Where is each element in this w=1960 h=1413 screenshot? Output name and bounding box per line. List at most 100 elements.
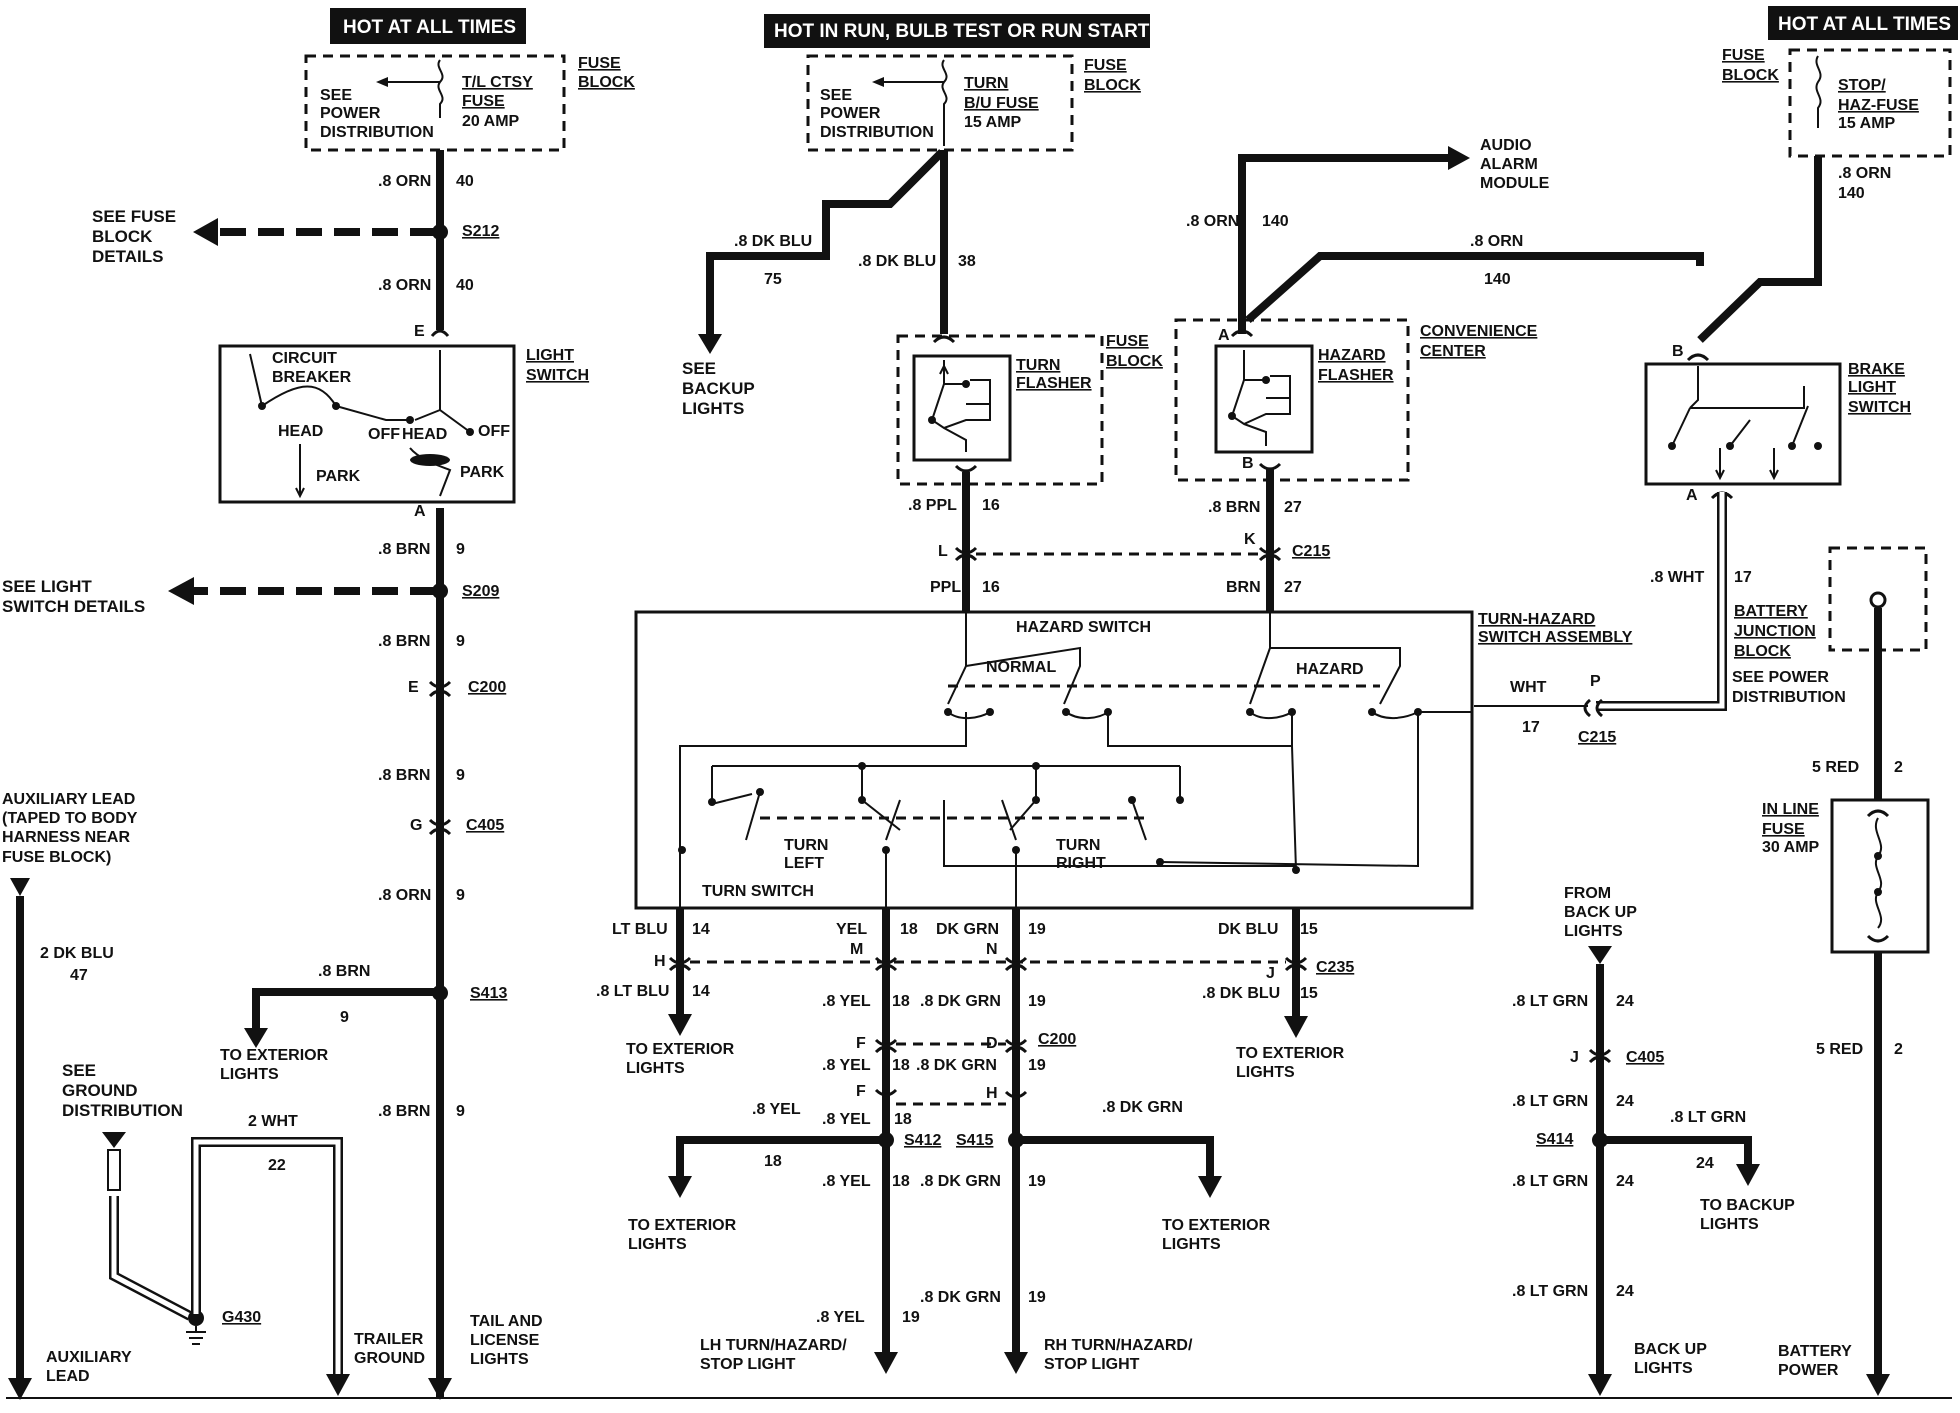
pin-label: H — [986, 1085, 998, 1102]
destination-label: TO EXTERIOR — [1236, 1045, 1345, 1062]
wire-label: 5 RED — [1816, 1041, 1863, 1058]
wire-orn-140-right — [1697, 156, 1822, 343]
pin-label: A — [414, 503, 426, 520]
destination-label: LIGHTS — [470, 1351, 529, 1368]
circuit-number: 24 — [1616, 1283, 1634, 1300]
destination-label: LIGHTS — [1162, 1236, 1221, 1253]
destination-label: TO EXTERIOR — [628, 1217, 737, 1234]
wire-label: .8 YEL — [822, 1057, 871, 1074]
component-label: BRAKE — [1848, 361, 1905, 378]
header-left-text: HOT AT ALL TIMES — [343, 17, 516, 38]
pin-label: J — [1570, 1049, 1579, 1066]
component-label: BATTERY — [1734, 603, 1808, 620]
normal-label: NORMAL — [986, 659, 1056, 676]
wire-label: .8 ORN — [1470, 233, 1523, 250]
fuse-name: FUSE — [462, 93, 505, 110]
circuit-breaker-label: BREAKER — [272, 369, 352, 386]
see-label: SEE — [320, 87, 352, 104]
wire-label: .8 DK GRN — [920, 1173, 1001, 1190]
destination-label: LIGHTS — [628, 1236, 687, 1253]
see-label: DISTRIBUTION — [820, 124, 934, 141]
connector-label: C405 — [1626, 1049, 1664, 1066]
wire-label: .8 ORN — [378, 887, 431, 904]
pin-label: A — [1686, 487, 1698, 504]
wire-label: .8 YEL — [822, 993, 871, 1010]
pin-label: E — [414, 323, 425, 340]
brake-light-switch: BRAKE LIGHT SWITCH — [1644, 361, 1911, 486]
circuit-number: 75 — [764, 271, 782, 288]
component-label: BLOCK — [1106, 353, 1163, 370]
park-label: PARK — [460, 464, 505, 481]
circuit-number: 18 — [900, 921, 918, 938]
splice-label: S412 — [904, 1132, 941, 1149]
circuit-number: 24 — [1616, 1093, 1634, 1110]
battery-circuit: BATTERY JUNCTION BLOCK SEE POWER DISTRIB… — [1732, 546, 1930, 1396]
fuse-block-right: STOP/ HAZ-FUSE 15 AMP FUSE BLOCK — [1722, 47, 1952, 158]
wire-dkgrn-19-exterior — [1020, 1136, 1214, 1180]
turn-left-label: LEFT — [784, 855, 824, 872]
circuit-number: 27 — [1284, 499, 1302, 516]
see-label: DISTRIBUTION — [320, 124, 434, 141]
destination-label: SEE FUSE — [92, 207, 176, 226]
wire-wht-17 — [1596, 492, 1725, 709]
circuit-number: 9 — [456, 1103, 465, 1120]
fuse-block-label: BLOCK — [1722, 67, 1779, 84]
wire-label: 2 DK BLU — [40, 945, 114, 962]
off-label: OFF — [478, 423, 510, 440]
component-label: TURN-HAZARD — [1478, 611, 1595, 628]
park-label: PARK — [316, 468, 361, 485]
destination-label: LIGHTS — [682, 399, 744, 418]
battery-see: SEE POWER — [1732, 669, 1829, 686]
light-switch: CIRCUIT BREAKER HEAD OFF HEAD OFF PARK P… — [218, 344, 589, 504]
component-label: CENTER — [1420, 343, 1486, 360]
wire-label: 5 RED — [1812, 759, 1859, 776]
splice-label: S415 — [956, 1132, 993, 1149]
circuit-number: 18 — [892, 993, 910, 1010]
pin-label: N — [986, 941, 998, 958]
wire-label: .8 ORN — [1186, 213, 1239, 230]
fuse-name: T/L CTSY — [462, 74, 533, 91]
destination-label: TO BACKUP — [1700, 1197, 1795, 1214]
header-right-text: HOT AT ALL TIMES — [1778, 14, 1951, 35]
see-label: SEE — [820, 87, 852, 104]
wire-label: .8 DK GRN — [916, 1057, 997, 1074]
see-label: POWER — [320, 105, 381, 122]
turn-hazard-switch-assembly: HAZARD SWITCH NORMAL HAZARD TURN-HAZARD … — [634, 610, 1633, 920]
wire-label: .8 DK BLU — [858, 253, 936, 270]
component-label: FUSE — [1762, 821, 1805, 838]
circuit-number: 40 — [456, 277, 474, 294]
wire-label: LT BLU — [612, 921, 668, 938]
fuse-block-label: FUSE — [578, 55, 621, 72]
ground-g430: SEE GROUND DISTRIBUTION G430 2 WHT 22 TR… — [62, 1061, 425, 1396]
wire-dkblu-75 — [706, 149, 945, 336]
circuit-number: 18 — [892, 1173, 910, 1190]
component-label: BLOCK — [1734, 643, 1791, 660]
turn-right-label: TURN — [1056, 837, 1100, 854]
destination-label: LIGHTS — [220, 1066, 279, 1083]
see-label: POWER — [820, 105, 881, 122]
fuse-name: TURN — [964, 75, 1008, 92]
wire-label: .8 DK GRN — [920, 1289, 1001, 1306]
destination-label: BACK UP — [1564, 904, 1637, 921]
circuit-number: 40 — [456, 173, 474, 190]
pin-label: P — [1590, 673, 1601, 690]
backup-circuit: FROM BACK UP LIGHTS .8 LT GRN 24 J C405 … — [1512, 885, 1795, 1396]
pin-label: F — [856, 1083, 866, 1100]
battery-see: DISTRIBUTION — [1732, 689, 1846, 706]
wire-label: .8 BRN — [378, 633, 430, 650]
destination-label: BATTERY — [1778, 1343, 1852, 1360]
wire-label: .8 DK BLU — [734, 233, 812, 250]
wire-label: .8 YEL — [752, 1101, 801, 1118]
circuit-number: 22 — [268, 1157, 286, 1174]
destination-label: SEE LIGHT — [2, 577, 92, 596]
component-label: FLASHER — [1016, 375, 1092, 392]
circuit-breaker-label: CIRCUIT — [272, 350, 337, 367]
wire-label: .8 LT GRN — [1670, 1109, 1746, 1126]
component-label: SWITCH — [526, 367, 589, 384]
destination-label: DETAILS — [92, 247, 163, 266]
wire-label: .8 ORN — [378, 277, 431, 294]
circuit-number: 19 — [1028, 1173, 1046, 1190]
ground-label: SEE — [62, 1061, 96, 1080]
